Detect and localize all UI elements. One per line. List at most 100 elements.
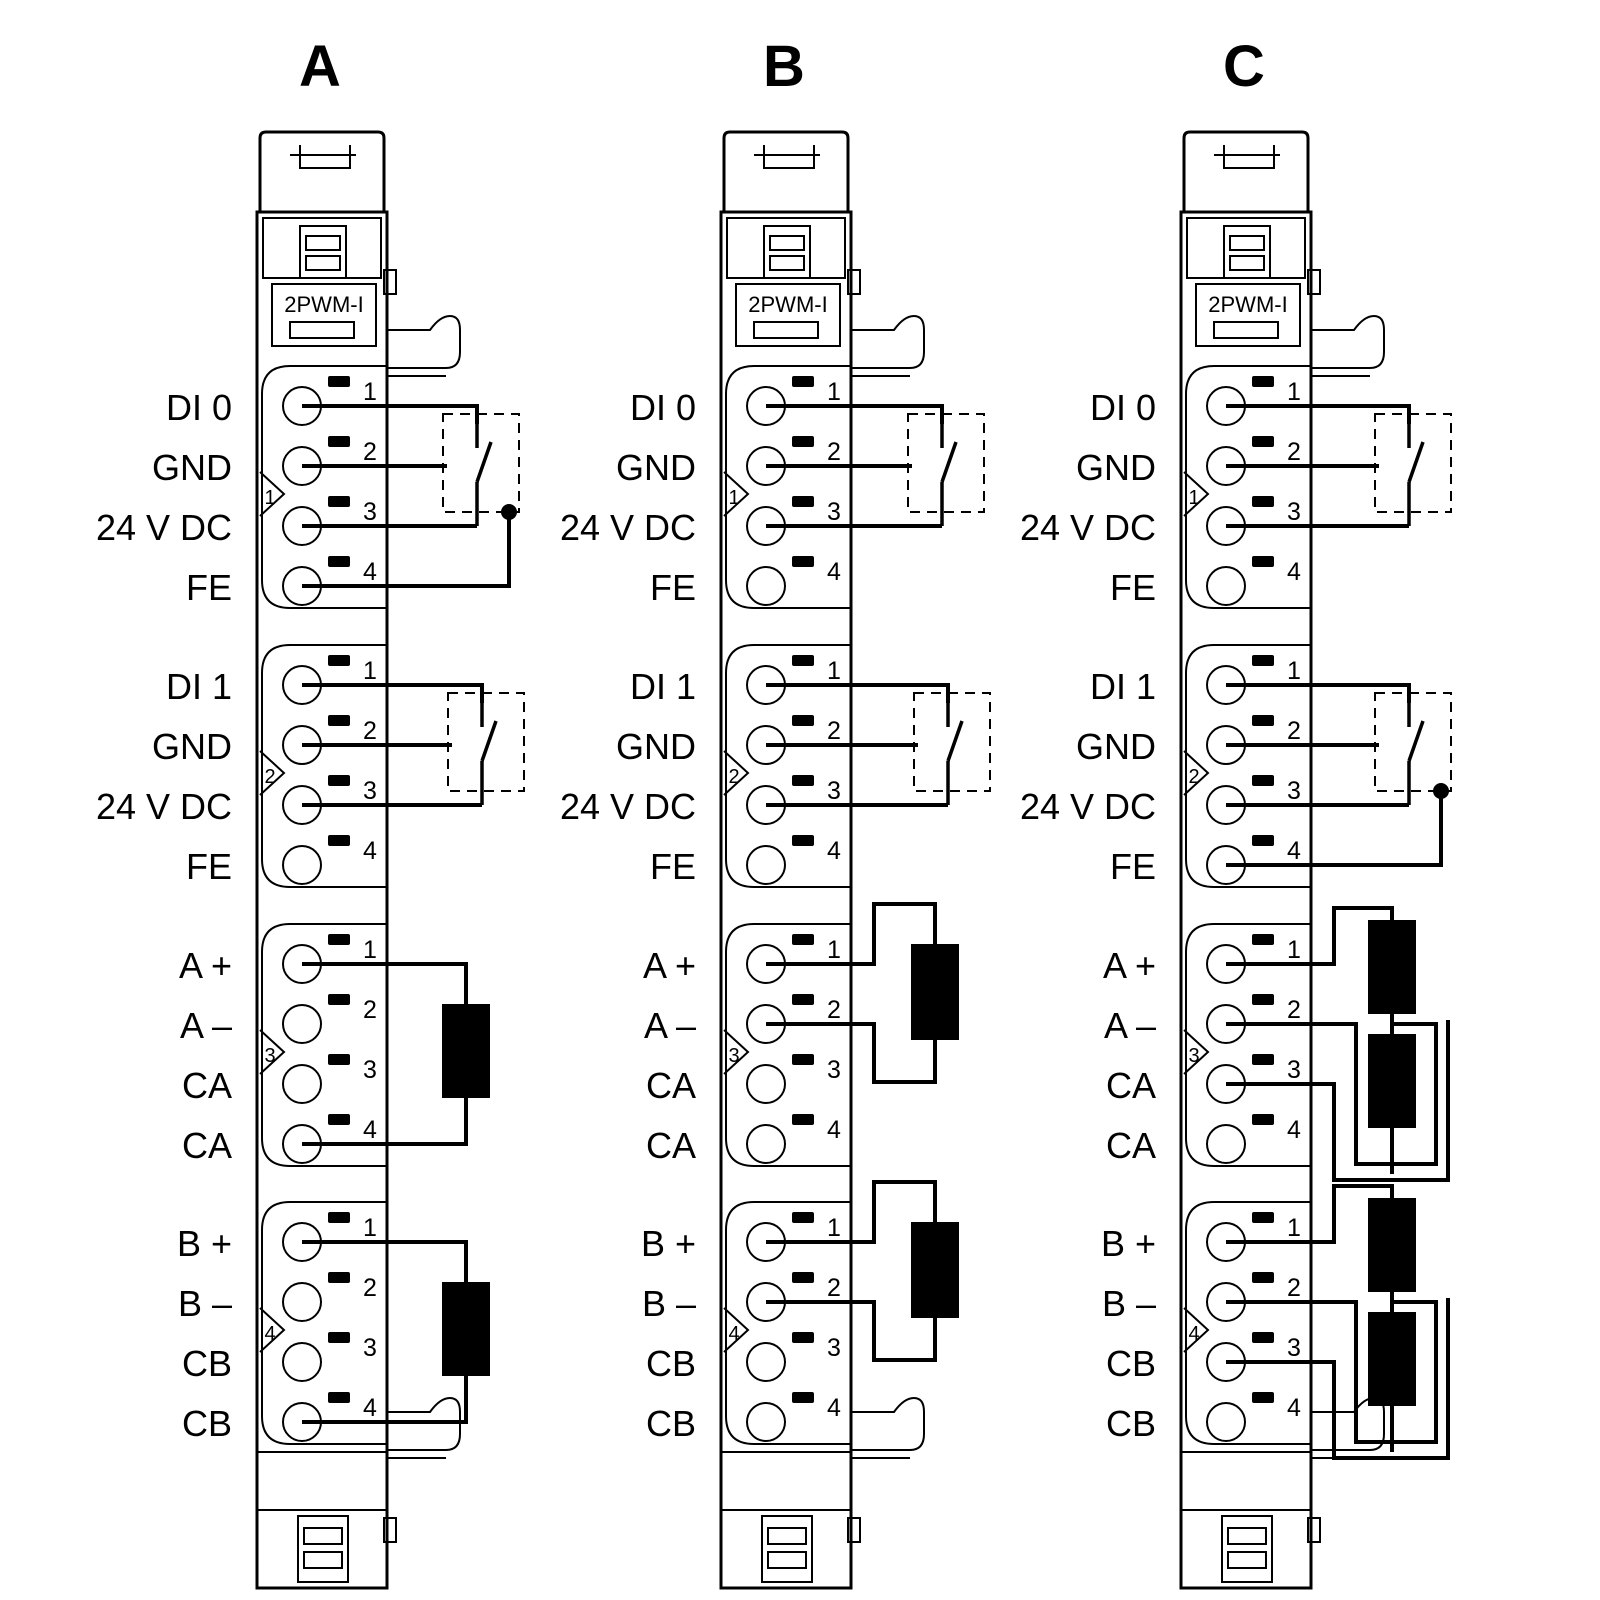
din-hook-lower [852,1396,925,1451]
led-indicator [1252,835,1274,846]
led-indicator [792,1212,814,1223]
pin-number: 3 [1287,1334,1301,1362]
pin-number: 2 [363,996,377,1024]
release-slider [763,225,811,279]
switch-blade [1407,720,1425,762]
led-indicator [328,376,350,387]
module-label: 2PWM-I [284,292,363,317]
pin-number: 4 [363,1116,377,1144]
load-coil [442,1282,490,1376]
group-marker [723,750,750,796]
signal-label: DI 1 [630,666,696,707]
module-housing [255,210,389,1590]
signal-label: DI 1 [1090,666,1156,707]
led-indicator [328,715,350,726]
pin-number: 1 [1287,936,1301,964]
sensor-housing [1374,692,1452,792]
group-marker [1183,1029,1210,1075]
coil-wire-bottom [302,1376,468,1424]
signal-label: FE [1110,846,1156,887]
terminal-block-outline [725,923,850,1167]
diagram-title: A [299,34,341,99]
fe-wire [302,512,511,588]
signal-label: B + [177,1223,232,1264]
group-marker [259,1307,286,1353]
pin-number: 4 [827,1116,841,1144]
led-indicator [328,1212,350,1223]
base-release [297,1515,349,1583]
coil-wire-plus [766,1180,937,1244]
signal-label: A – [1104,1005,1156,1046]
coil-wire-minus [1226,1300,1438,1444]
terminal-point [282,1282,322,1322]
module-housing [1179,210,1313,1590]
release-slot-1 [1229,235,1265,251]
led-indicator [1252,1392,1274,1403]
terminal-point [746,845,786,885]
coil-wire-plus [766,902,937,966]
pin-number: 3 [827,1334,841,1362]
signal-label: 24 V DC [96,507,232,548]
coil-wire-common [1226,1298,1450,1460]
pin-number: 4 [1287,1394,1301,1422]
group-marker [259,1029,286,1075]
led-indicator [792,436,814,447]
signal-label: CB [182,1403,232,1444]
signal-label: B – [178,1283,232,1324]
terminal-block-outline [1185,365,1310,609]
led-indicator [792,1054,814,1065]
signal-label: DI 0 [166,387,232,428]
pin-number: 3 [827,498,841,526]
base-slot-2 [1227,1551,1267,1569]
base-slot-1 [1227,1527,1267,1545]
din-hook-lower [388,1396,461,1451]
pin-number: 3 [363,1334,377,1362]
pin-number: 4 [363,837,377,865]
group-marker [1183,750,1210,796]
group-number: 3 [264,1045,275,1067]
coil-wire-minus [1226,1022,1438,1166]
signal-label: CA [182,1065,232,1106]
led-indicator [1252,715,1274,726]
signal-label: CA [646,1065,696,1106]
load-coil [911,1222,959,1318]
pin-number: 3 [827,1056,841,1084]
signal-label: CA [646,1125,696,1166]
coil-wire-bottom [302,1098,468,1146]
side-tab-upper [1307,269,1321,295]
fe-wire [1226,791,1443,867]
signal-label: 24 V DC [1020,507,1156,548]
signal-label: A + [643,945,696,986]
pin-number: 4 [827,558,841,586]
led-indicator [792,934,814,945]
led-indicator [1252,655,1274,666]
terminal-block-outline [261,644,386,888]
signal-label: CA [182,1125,232,1166]
pin-number: 1 [827,378,841,406]
group-marker [1183,471,1210,517]
sensor-housing [1374,413,1452,513]
module-label: 2PWM-I [1208,292,1287,317]
signal-label: B – [642,1283,696,1324]
led-indicator [328,835,350,846]
terminal-point [746,566,786,606]
switch-blade [475,441,493,483]
led-indicator [1252,556,1274,567]
coil-wire-top [302,1240,468,1282]
pin-number: 2 [827,996,841,1024]
led-indicator [1252,1212,1274,1223]
cap-bracket [299,145,351,169]
led-indicator [328,496,350,507]
pin-number: 4 [363,558,377,586]
base-release [761,1515,813,1583]
signal-label: CB [646,1343,696,1384]
